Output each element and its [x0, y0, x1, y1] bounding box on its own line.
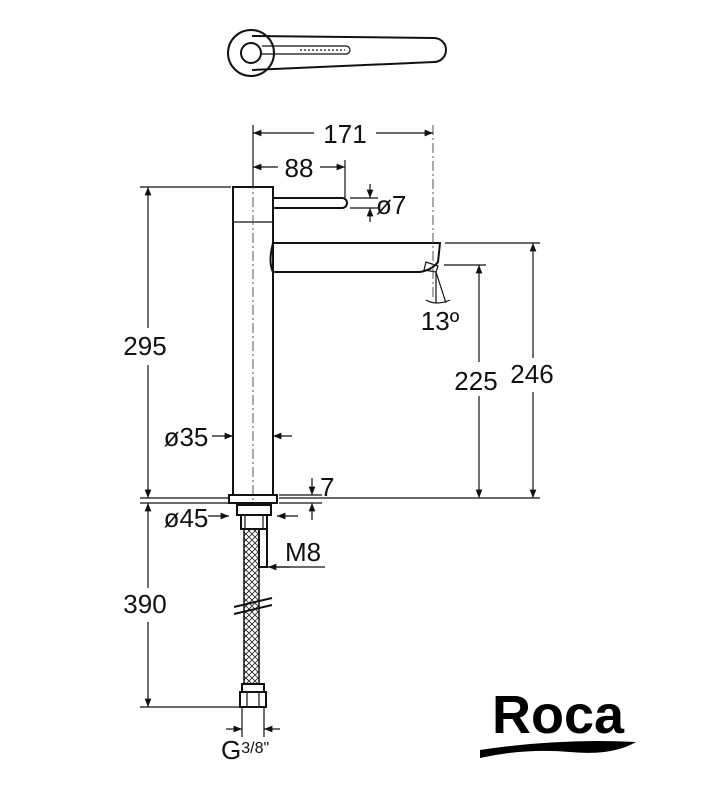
dim-total-reach: 171 — [323, 119, 366, 149]
dim-base-diameter: ø45 — [164, 503, 209, 533]
fixing-kit — [233, 504, 273, 708]
dim-hose-connection: G3/8" — [221, 735, 269, 765]
roca-logo: Roca — [480, 685, 636, 758]
dim-hose-connection-main: G — [221, 735, 241, 765]
roca-logo-wave — [480, 741, 636, 758]
dim-total-height: 246 — [510, 359, 553, 389]
top-view — [227, 29, 447, 77]
dim-lever-reach: 88 — [285, 153, 314, 183]
dim-hose-length: 390 — [123, 589, 166, 619]
faucet-body — [228, 125, 442, 505]
dimension-lines — [140, 125, 540, 737]
dim-body-height: 295 — [123, 331, 166, 361]
dim-spout-angle: 13º — [421, 306, 460, 336]
roca-logo-text: Roca — [492, 685, 625, 745]
dim-hose-connection-fraction: 3/8" — [241, 740, 269, 757]
dim-lever-diameter: ø7 — [376, 190, 406, 220]
dim-stud-thread: M8 — [285, 537, 321, 567]
dim-base-thickness: 7 — [320, 472, 334, 502]
dim-spout-height: 225 — [454, 366, 497, 396]
dim-body-diameter: ø35 — [164, 422, 209, 452]
